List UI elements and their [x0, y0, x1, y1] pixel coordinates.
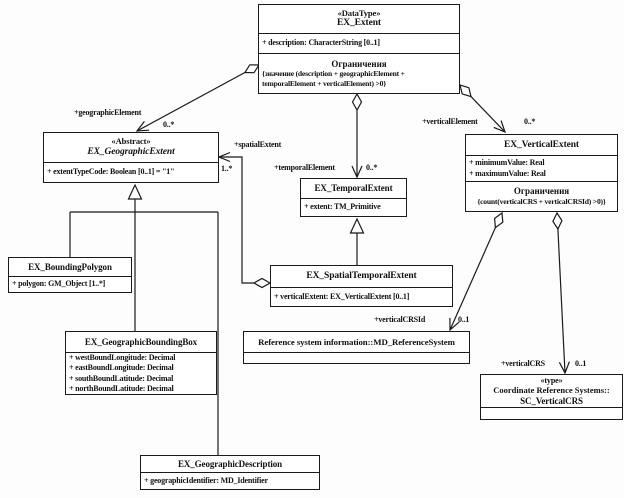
- class-attributes-compartment: + polygon: GM_Object [1..*]: [9, 276, 131, 292]
- attribute: + description: CharacterString [0..1]: [262, 38, 380, 48]
- attribute: + minimumValue: Real: [469, 158, 545, 168]
- role-label-geographic-element: +geographicElement: [74, 108, 142, 117]
- multiplicity-label: 1..*: [221, 164, 233, 173]
- edge-temporal-element: [351, 92, 363, 179]
- class-name: Reference system information::MD_Referen…: [258, 336, 455, 347]
- multiplicity-label: 0..1: [458, 315, 470, 324]
- edge-vertical-element: [459, 84, 506, 134]
- role-label-temporal-element: +temporalElement: [274, 163, 335, 172]
- class-ex-spatial-temporal-extent: EX_SpatialTemporalExtent + verticalExten…: [270, 265, 453, 307]
- class-ex-extent: «DataType» EX_Extent + description: Char…: [258, 4, 460, 94]
- open-arrowhead-icon: [493, 120, 506, 134]
- constraint-text: {значение (description + geographicEleme…: [262, 69, 405, 88]
- stereotype: «type»: [540, 376, 563, 386]
- class-name-compartment: «Abstract» EX_GeographicExtent: [44, 133, 218, 162]
- attribute: + geographicIdentifier: MD_Identifier: [144, 475, 268, 485]
- class-ex-geographic-extent: «Abstract» EX_GeographicExtent + extentT…: [43, 132, 219, 183]
- class-attributes-compartment: + westBoundLongitude: Decimal + eastBoun…: [66, 352, 216, 394]
- class-name-compartment: «type» Coordinate Reference Systems:: SC…: [481, 375, 622, 407]
- open-arrowhead-icon: [135, 121, 150, 132]
- class-name-compartment: EX_BoundingPolygon: [9, 258, 131, 276]
- generalization-triangle-icon: [349, 217, 365, 234]
- class-name: EX_GeographicDescription: [177, 458, 283, 469]
- multiplicity-label: 0..1: [575, 359, 587, 368]
- class-ex-vertical-extent: EX_VerticalExtent + minimumValue: Real +…: [465, 134, 618, 212]
- class-name-compartment: Reference system information::MD_Referen…: [244, 332, 469, 352]
- open-arrowhead-icon: [449, 317, 460, 332]
- class-qualifier: Coordinate Reference Systems::: [493, 385, 610, 396]
- class-name-compartment: EX_TemporalExtent: [301, 179, 406, 198]
- attribute: + northBoundLatitude: Decimal: [69, 383, 174, 393]
- class-name: EX_TemporalExtent: [314, 183, 393, 194]
- attribute: + verticalExtent: EX_VerticalExtent [0..…: [274, 291, 410, 301]
- class-name-compartment: EX_GeographicBoundingBox: [66, 332, 216, 352]
- class-name-compartment: EX_GeographicDescription: [141, 456, 319, 472]
- multiplicity-label: 0..*: [366, 163, 378, 172]
- class-attributes-compartment: + verticalExtent: EX_VerticalExtent [0..…: [271, 287, 452, 306]
- class-attributes-compartment: [481, 407, 622, 419]
- multiplicity-label: 0..*: [524, 117, 536, 126]
- class-name: EX_BoundingPolygon: [28, 261, 112, 272]
- class-name: EX_GeographicBoundingBox: [84, 336, 198, 347]
- edge-vertical-crs: [552, 211, 570, 375]
- class-constraint-compartment: Ограничения {значение (description + geo…: [259, 53, 459, 93]
- edge-vertical-crs-id: [449, 211, 504, 332]
- class-attributes-compartment: + minimumValue: Real + maximumValue: Rea…: [466, 155, 617, 181]
- class-md-reference-system: Reference system information::MD_Referen…: [243, 331, 470, 364]
- generalization-geographic-children: [69, 183, 219, 455]
- class-name: EX_SpatialTemporalExtent: [306, 271, 417, 282]
- class-name: SC_VerticalCRS: [520, 395, 583, 406]
- aggregation-diamond-icon: [552, 211, 563, 231]
- aggregation-diamond-icon: [243, 64, 261, 74]
- class-ex-temporal-extent: EX_TemporalExtent + extent: TM_Primitive: [300, 178, 407, 217]
- class-name: EX_GeographicExtent: [87, 146, 175, 157]
- class-attributes-compartment: + extentTypeCode: Boolean [0..1] = "1": [44, 162, 218, 182]
- constraint-text: {count(verticalCRS + verticalCRSId) >0)}: [477, 197, 606, 207]
- class-attributes-compartment: + geographicIdentifier: MD_Identifier: [141, 472, 319, 489]
- class-ex-geographic-bounding-box: EX_GeographicBoundingBox + westBoundLong…: [65, 331, 217, 395]
- role-label-vertical-element: +verticalElement: [422, 117, 478, 126]
- class-attributes-compartment: + description: CharacterString [0..1]: [259, 33, 459, 53]
- open-arrowhead-icon: [217, 151, 231, 163]
- constraint-title: Ограничения: [331, 58, 387, 69]
- multiplicity-label: 0..*: [163, 120, 175, 129]
- attribute: + westBoundLongitude: Decimal: [69, 352, 176, 362]
- class-name-compartment: EX_VerticalExtent: [466, 135, 617, 155]
- class-constraint-compartment: Ограничения {count(verticalCRS + vertica…: [466, 181, 617, 211]
- class-name-compartment: «DataType» EX_Extent: [259, 5, 459, 33]
- role-label-vertical-crs: +verticalCRS: [501, 359, 545, 368]
- role-label-vertical-crs-id: +verticalCRSId: [374, 315, 426, 324]
- aggregation-diamond-icon: [252, 277, 272, 289]
- class-name-compartment: EX_SpatialTemporalExtent: [271, 266, 452, 287]
- class-name: EX_Extent: [337, 18, 381, 29]
- generalization-triangle-icon: [127, 183, 143, 200]
- attribute: + southBoundLatitude: Decimal: [69, 373, 174, 383]
- attribute: + polygon: GM_Object [1..*]: [12, 279, 106, 289]
- class-name: EX_VerticalExtent: [504, 139, 579, 150]
- edge-geographic-element: [135, 64, 261, 132]
- class-attributes-compartment: + extent: TM_Primitive: [301, 198, 406, 216]
- attribute: + extent: TM_Primitive: [304, 202, 381, 212]
- class-ex-bounding-polygon: EX_BoundingPolygon + polygon: GM_Object …: [8, 257, 132, 293]
- stereotype: «DataType»: [337, 7, 381, 18]
- open-arrowhead-icon: [558, 361, 570, 375]
- generalization-spatialtemporal-temporal: [349, 217, 365, 265]
- attribute: + eastBoundLongitude: Decimal: [69, 363, 174, 373]
- class-sc-vertical-crs: «type» Coordinate Reference Systems:: SC…: [480, 374, 623, 420]
- constraint-title: Ограничения: [513, 186, 570, 197]
- edge-spatial-extent: [217, 151, 272, 289]
- attribute: + maximumValue: Real: [469, 168, 546, 178]
- role-label-spatial-extent: +spatialExtent: [234, 140, 282, 149]
- class-attributes-compartment: [244, 352, 469, 363]
- open-arrowhead-icon: [351, 165, 363, 179]
- attribute: + extentTypeCode: Boolean [0..1] = "1": [47, 167, 175, 177]
- aggregation-diamond-icon: [493, 211, 504, 229]
- aggregation-diamond-icon: [351, 92, 363, 112]
- aggregation-diamond-icon: [459, 84, 472, 98]
- stereotype: «Abstract»: [111, 136, 151, 147]
- class-ex-geographic-description: EX_GeographicDescription + geographicIde…: [140, 455, 320, 490]
